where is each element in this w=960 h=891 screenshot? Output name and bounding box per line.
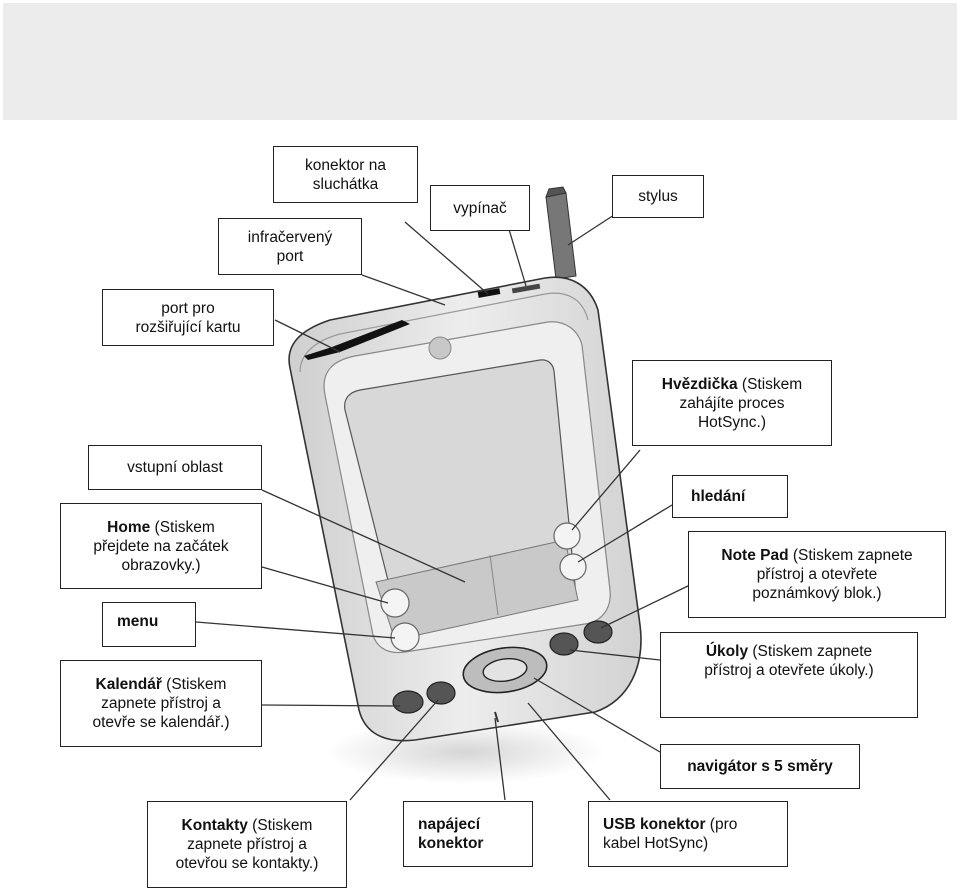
- leader-lines: [195, 197, 691, 801]
- expansion-slot: [304, 320, 410, 360]
- label-text: port pro: [161, 299, 215, 317]
- label-text: rozšiřující kartu: [135, 318, 241, 336]
- stylus-shape: [545, 186, 577, 280]
- home-soft-button: [380, 588, 410, 618]
- label-tasks: Úkoly (Stiskem zapnete přístroj a otevře…: [660, 632, 918, 718]
- tasks-hard-button: [549, 632, 579, 656]
- label-text: sluchátka: [312, 175, 379, 193]
- label-text: (Stiskem: [161, 676, 227, 693]
- label-bold: Kontakty: [181, 817, 248, 834]
- label-bold: USB konektor: [603, 816, 706, 833]
- label-text: stylus: [638, 188, 678, 205]
- label-usb-connector: USB konektor (pro kabel HotSync): [588, 801, 788, 867]
- label-text: zapnete přístroj a: [101, 695, 221, 712]
- label-calendar: Kalendář (Stiskem zapnete přístroj a ote…: [60, 660, 262, 747]
- label-text: (Stiskem zapnete: [748, 643, 873, 660]
- label-text: kabel HotSync): [603, 835, 709, 852]
- label-menu: menu: [102, 602, 196, 647]
- label-expansion-port: port pro rozšiřující kartu: [102, 289, 274, 346]
- label-text: HotSync.): [697, 413, 767, 431]
- label-text: zahájíte proces: [679, 394, 785, 412]
- label-text: napájecí: [418, 816, 481, 833]
- label-text: obrazovky.): [121, 556, 201, 574]
- label-text: přejdete na začátek: [93, 537, 229, 555]
- input-area-shape: [375, 539, 579, 641]
- label-input-area: vstupní oblast: [88, 445, 262, 490]
- header-band: [3, 3, 957, 120]
- label-text: poznámkový blok.): [752, 585, 882, 602]
- label-text: přístroj a otevřete úkoly.): [704, 662, 874, 679]
- label-bold: Hvězdička: [661, 375, 738, 393]
- ir-port: [511, 283, 541, 294]
- label-text: (Stiskem: [737, 375, 803, 393]
- navigator-center: [482, 657, 528, 683]
- label-text: infračervený: [247, 228, 333, 246]
- label-text: (Stiskem zapnete: [788, 547, 913, 564]
- menu-soft-button: [390, 622, 420, 652]
- label-notepad: Note Pad (Stiskem zapnete přístroj a ote…: [688, 531, 946, 618]
- label-text: otevřou se kontakty.): [175, 855, 319, 872]
- label-home: Home (Stiskem přejdete na začátek obrazo…: [60, 503, 262, 589]
- power-switch: [477, 288, 501, 298]
- label-text: port: [276, 247, 304, 265]
- label-text: (Stiskem: [150, 518, 215, 536]
- label-text: konektor: [418, 835, 484, 852]
- label-headphone-connector: konektor na sluchátka: [273, 146, 418, 203]
- label-navigator: navigátor s 5 směry: [660, 744, 860, 789]
- calendar-hard-button: [392, 690, 424, 714]
- label-text: otevře se kalendář.): [92, 714, 230, 731]
- label-power-switch: vypínač: [430, 185, 530, 231]
- label-text: vypínač: [453, 199, 507, 217]
- hotsync-soft-button: [553, 522, 581, 550]
- label-text: vstupní oblast: [127, 459, 223, 476]
- label-text: (Stiskem: [247, 817, 313, 834]
- label-stylus: stylus: [612, 175, 704, 218]
- label-text: hledání: [691, 488, 746, 505]
- label-bold: Note Pad: [721, 547, 789, 564]
- label-contacts: Kontakty (Stiskem zapnete přístroj a ote…: [147, 801, 347, 888]
- label-search: hledání: [672, 475, 788, 518]
- label-infrared-port: infračervený port: [218, 218, 362, 275]
- label-text: navigátor s 5 směry: [687, 758, 833, 775]
- label-text: (pro: [705, 816, 738, 833]
- label-bold: Home: [107, 518, 151, 536]
- label-text: menu: [117, 613, 159, 630]
- label-bold: Kalendář: [95, 676, 162, 693]
- logo-dot: [428, 336, 452, 360]
- contacts-hard-button: [426, 681, 456, 705]
- label-text: zapnete přístroj a: [187, 836, 307, 853]
- search-soft-button: [559, 553, 587, 581]
- label-bold: Úkoly: [705, 643, 749, 660]
- label-text: přístroj a otevřete: [756, 566, 878, 583]
- label-text: konektor na: [305, 156, 386, 174]
- label-hotsync: Hvězdička (Stiskem zahájíte proces HotSy…: [632, 360, 832, 446]
- label-power-connector: napájecí konektor: [403, 801, 533, 867]
